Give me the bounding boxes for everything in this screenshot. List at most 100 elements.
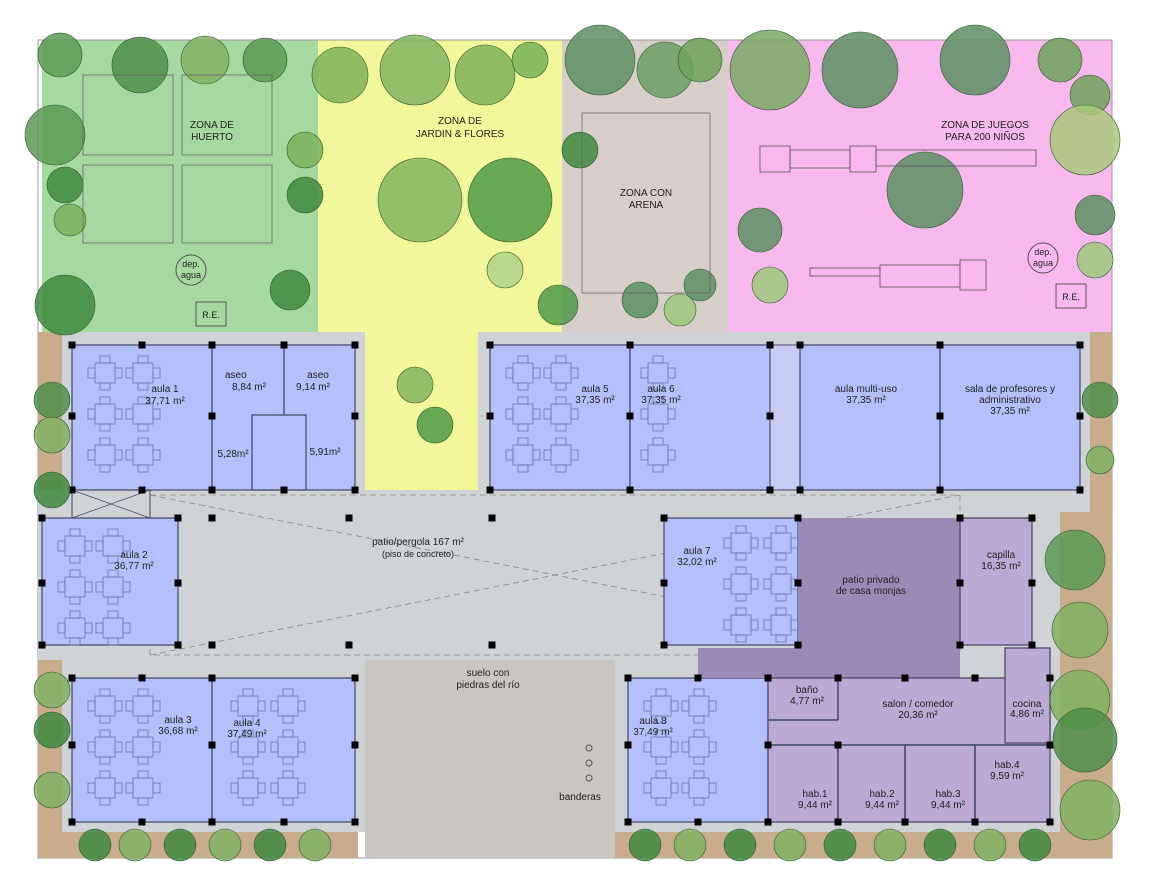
chair (242, 797, 254, 806)
chair (230, 782, 239, 794)
chair (555, 437, 567, 446)
chair (257, 700, 266, 712)
chair (723, 537, 732, 549)
desk-set (723, 525, 759, 561)
aula-5-area: 37,35 m² (575, 395, 615, 406)
sala-profesores-area: 37,35 m² (990, 406, 1030, 417)
chair (122, 581, 131, 593)
hab-1-area: 9,44 m² (798, 800, 833, 811)
desk-set (505, 437, 541, 473)
column (764, 741, 772, 749)
chair (152, 700, 161, 712)
chair (282, 729, 294, 738)
chair (282, 770, 294, 779)
chair (99, 355, 111, 364)
chair (230, 741, 239, 753)
chair (114, 700, 123, 712)
chair (107, 555, 119, 564)
chair (282, 797, 294, 806)
chair (670, 700, 679, 712)
trees (24, 24, 1121, 862)
chair (750, 537, 759, 549)
tree (454, 44, 516, 106)
chair (517, 396, 529, 405)
flagpole (585, 774, 593, 782)
column (971, 674, 979, 682)
chair (57, 622, 66, 634)
column (936, 412, 944, 420)
chair (137, 355, 149, 364)
chair (775, 552, 787, 561)
column (345, 641, 353, 649)
room-sala-profesores (939, 344, 1081, 491)
column (351, 818, 359, 826)
chair (570, 408, 579, 420)
column (38, 514, 46, 522)
column (624, 674, 632, 682)
salon-area: 20,36 m² (898, 710, 938, 721)
column (626, 486, 634, 494)
hab-3-area: 9,44 m² (931, 800, 966, 811)
column (280, 818, 288, 826)
room-service (251, 414, 307, 491)
column (488, 514, 496, 522)
chair (543, 408, 552, 420)
column (660, 579, 668, 587)
chair (570, 367, 579, 379)
chair (137, 437, 149, 446)
tree (242, 37, 288, 83)
chair (570, 449, 579, 461)
aseo-1-area: 8,84 m² (232, 382, 267, 393)
chair (297, 741, 306, 753)
water-tank (175, 254, 207, 286)
desk-set (640, 396, 676, 432)
chair (242, 715, 254, 724)
tree (1076, 241, 1114, 279)
chair (282, 688, 294, 697)
chair (655, 797, 667, 806)
desk-set (270, 729, 306, 765)
aula-7-name: aula 7 (683, 546, 711, 557)
zone-huerto-label: HUERTO (191, 132, 233, 143)
flagpole (585, 759, 593, 767)
aula-2-name: aula 2 (120, 550, 148, 561)
chair (775, 607, 787, 616)
tree (33, 471, 71, 509)
column (208, 818, 216, 826)
chair (137, 756, 149, 765)
chair (270, 741, 279, 753)
column (901, 818, 909, 826)
aula-8-name: aula 8 (639, 716, 667, 727)
chair (99, 756, 111, 765)
column (624, 741, 632, 749)
chair (125, 367, 134, 379)
furniture (57, 355, 799, 806)
chair (125, 700, 134, 712)
aula-4-name: aula 4 (233, 718, 261, 729)
play-structure (759, 145, 1037, 291)
aula-multiuso-area: 37,35 m² (846, 395, 886, 406)
column (488, 641, 496, 649)
chair (532, 408, 541, 420)
column (901, 674, 909, 682)
chair (87, 782, 96, 794)
chair (555, 355, 567, 364)
chair (735, 525, 747, 534)
banderas-label: banderas (559, 792, 601, 803)
column (1046, 674, 1054, 682)
columns (38, 341, 1084, 826)
chair (95, 581, 104, 593)
chair (87, 367, 96, 379)
tree (773, 828, 807, 862)
chair (693, 797, 705, 806)
desk-set (643, 688, 679, 724)
column (208, 486, 216, 494)
chair (87, 449, 96, 461)
tree (1074, 194, 1116, 236)
chair (543, 449, 552, 461)
tree (467, 157, 553, 243)
aula-3-name: aula 3 (164, 715, 192, 726)
chair (137, 396, 149, 405)
desk-set (57, 569, 93, 605)
column (208, 341, 216, 349)
